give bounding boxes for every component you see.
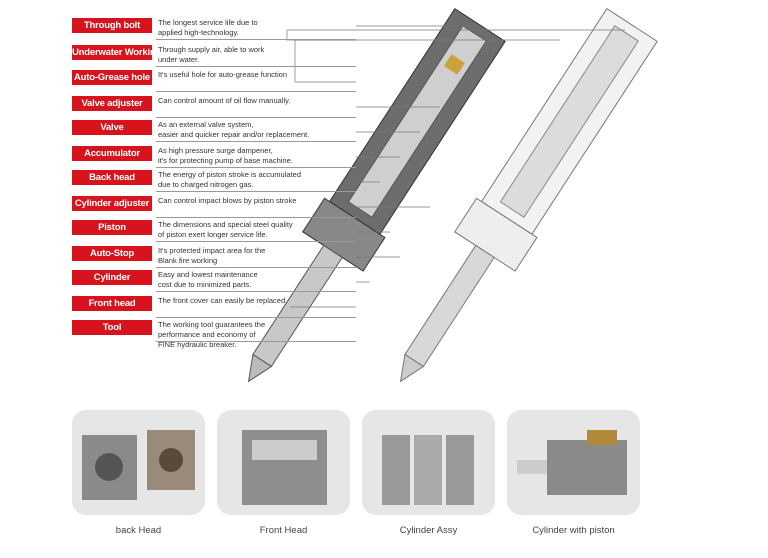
feature-description: The longest service life due to applied … bbox=[158, 18, 258, 37]
feature-description: It's useful hole for auto-grease functio… bbox=[158, 70, 288, 79]
divider bbox=[156, 267, 356, 268]
divider bbox=[156, 141, 356, 142]
feature-label: Valve bbox=[72, 120, 152, 135]
divider bbox=[156, 217, 356, 218]
divider bbox=[156, 117, 356, 118]
feature-description: The energy of piston stroke is accumulat… bbox=[158, 170, 301, 189]
feature-label: Auto-Stop bbox=[72, 246, 152, 261]
feature-description: It's protected impact area for the Blank… bbox=[158, 246, 266, 265]
divider bbox=[156, 167, 356, 168]
feature-description: The front cover can easily be replaced. bbox=[158, 296, 288, 305]
divider bbox=[156, 91, 356, 92]
feature-label: Accumulator bbox=[72, 146, 152, 161]
feature-description: The working tool guarantees the performa… bbox=[158, 320, 266, 349]
part-photo-cylinder-assy bbox=[362, 410, 495, 515]
feature-description: The dimensions and special steel quality… bbox=[158, 220, 293, 239]
cutaway-breaker bbox=[247, 7, 506, 383]
feature-description: Easy and lowest maintenance cost due to … bbox=[158, 270, 258, 289]
feature-label: Underwater Working bbox=[72, 45, 162, 60]
feature-description: As an external valve system, easier and … bbox=[158, 120, 310, 139]
feature-label: Tool bbox=[72, 320, 152, 335]
feature-label: Cylinder bbox=[72, 270, 152, 285]
outline-breaker bbox=[399, 7, 658, 383]
divider bbox=[156, 241, 356, 242]
divider bbox=[156, 317, 356, 318]
divider bbox=[156, 39, 356, 40]
caption-cylinder-assy: Cylinder Assy bbox=[399, 525, 458, 536]
caption-back-head: back Head bbox=[115, 525, 162, 536]
divider bbox=[156, 341, 356, 342]
part-photo-front-head bbox=[217, 410, 350, 515]
divider bbox=[156, 66, 356, 67]
feature-label: Auto-Grease hole bbox=[72, 70, 152, 85]
divider bbox=[156, 191, 356, 192]
feature-label: Piston bbox=[72, 220, 152, 235]
feature-label: Back head bbox=[72, 170, 152, 185]
divider bbox=[156, 291, 356, 292]
part-photo-cylinder-with-piston bbox=[507, 410, 640, 515]
feature-description: As high pressure surge dampener, it's fo… bbox=[158, 146, 293, 165]
caption-cylinder-with-piston: Cylinder with piston bbox=[532, 525, 615, 536]
feature-label: Cylinder adjuster bbox=[72, 196, 152, 211]
feature-description: Through supply air, able to work under w… bbox=[158, 45, 265, 64]
feature-label: Through bolt bbox=[72, 18, 152, 33]
part-photo-back-head bbox=[72, 410, 205, 515]
leader-lines bbox=[286, 25, 625, 308]
caption-front-head: Front Head bbox=[259, 525, 308, 536]
feature-description: Can control impact blows by piston strok… bbox=[158, 196, 297, 205]
feature-label: Valve adjuster bbox=[72, 96, 152, 111]
feature-description: Can control amount of oil flow manually. bbox=[158, 96, 291, 105]
feature-label: Front head bbox=[72, 296, 152, 311]
breaker-illustration bbox=[247, 7, 658, 383]
